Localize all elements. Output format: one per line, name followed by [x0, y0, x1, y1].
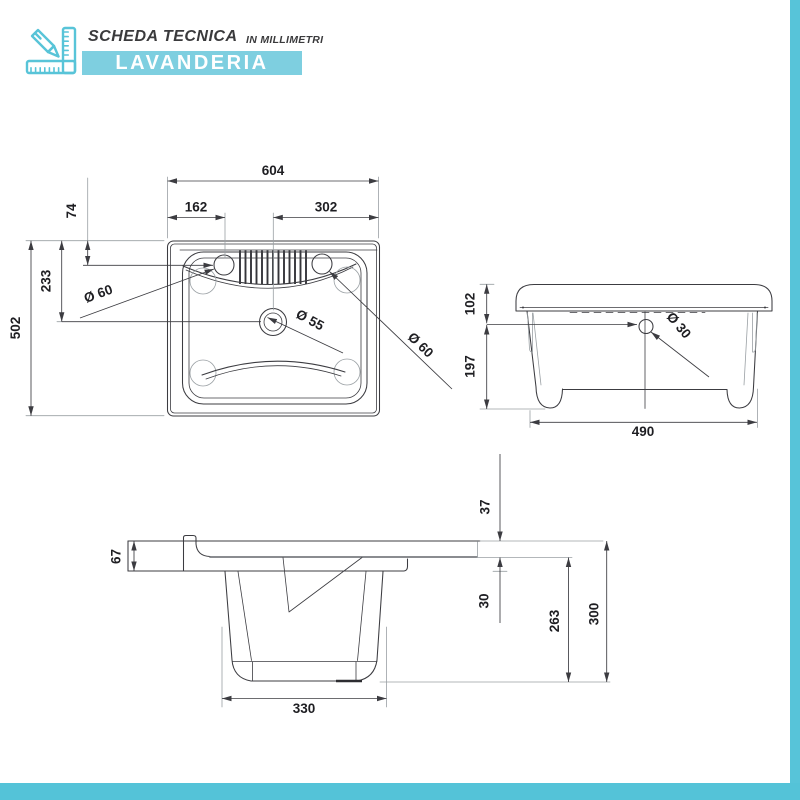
tv-tap-hole-left [213, 254, 235, 276]
sv-overflow-hole [638, 318, 654, 335]
sheet-units: IN MILLIMETRI [246, 34, 324, 46]
ruler-ticks-horizontal [30, 67, 60, 74]
tv-dim-233: 233 [39, 269, 54, 292]
sv-dim-102: 102 [463, 293, 478, 316]
sv-cap-dot-left [522, 306, 524, 309]
tv-dim-604: 604 [262, 163, 285, 178]
tv-washboard-ribs [239, 250, 307, 284]
accent-strip-bottom [0, 783, 800, 800]
tv-drain-hole-inner [263, 312, 283, 332]
tv-dim-302: 302 [315, 200, 338, 215]
tv-basin-contour-inner [188, 257, 362, 399]
profile-view-drawing: 67 37 30 263 300 330 [109, 454, 611, 716]
tv-ext-lines [25, 176, 379, 417]
sv-label-overflow: Ø 30 [664, 309, 694, 341]
product-banner: LAVANDERIA [82, 51, 302, 75]
top-view-drawing: 604 162 302 502 233 74 Ø 60 Ø 55 Ø 60 [8, 163, 453, 417]
pv-dim-330: 330 [293, 701, 316, 716]
tv-dim-74: 74 [64, 203, 79, 219]
sv-dim-197: 197 [463, 355, 478, 378]
pencil-eraser-line [33, 31, 42, 40]
tv-leader-tap-left [79, 268, 215, 319]
sv-dim-490: 490 [632, 424, 655, 439]
pv-backsplash [182, 534, 211, 572]
side-view-drawing: 102 197 490 Ø 30 [463, 283, 773, 439]
tv-label-drain: Ø 55 [294, 306, 327, 333]
tv-front-slope-arc-inner [205, 365, 342, 380]
tv-washboard-front-arc [182, 263, 357, 286]
tv-label-tap-right: Ø 60 [405, 329, 436, 360]
accent-strip-right [790, 0, 800, 800]
pv-basin-inner-walls [237, 571, 367, 682]
tv-leader-drain [267, 317, 344, 354]
sv-body-outline [526, 310, 759, 409]
ruler-horizontal [25, 59, 77, 75]
pv-washboard-section [282, 557, 363, 613]
pv-dim-263: 263 [547, 609, 562, 632]
tv-leader-tap-right [329, 271, 453, 390]
pv-basin-outline [224, 570, 384, 682]
pv-dim-67: 67 [109, 549, 124, 564]
sv-wall-strips [527, 312, 758, 386]
pv-dim-300: 300 [587, 603, 602, 626]
pv-ext-lines [221, 570, 611, 708]
pv-dim-30: 30 [477, 593, 492, 608]
pencil-ruler-icon [25, 26, 77, 75]
tv-basin-contour-outer [181, 251, 368, 405]
tv-front-slope-arc [201, 360, 346, 376]
pencil-tip [46, 44, 60, 58]
pv-rim-bottom [127, 558, 409, 572]
tv-tap-hole-right [311, 253, 333, 275]
sv-rim-cap [515, 283, 773, 312]
tv-label-tap-left: Ø 60 [82, 282, 115, 306]
sv-ext-lines [479, 283, 758, 428]
pv-dim-37: 37 [478, 499, 493, 514]
sheet-title: SCHEDA TECNICA [88, 28, 238, 45]
tv-dim-162: 162 [185, 200, 208, 215]
tv-drain-hole-outer [258, 307, 288, 337]
sv-cap-dot-right [764, 306, 766, 309]
ruler-ticks-vertical [62, 31, 69, 56]
sv-leader-overflow [650, 331, 710, 378]
tv-dim-502: 502 [8, 317, 23, 340]
